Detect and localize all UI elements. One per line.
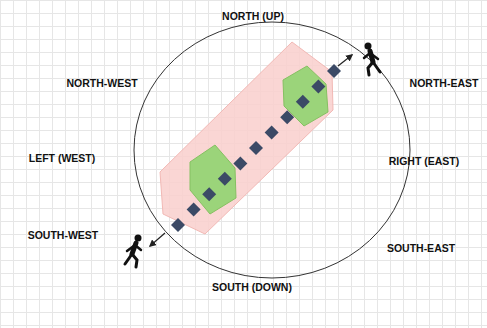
direction-label: NORTH-WEST <box>66 77 137 90</box>
vehicle-area <box>160 42 333 234</box>
crosswalk-stripe <box>202 187 216 201</box>
crosswalk-stripe <box>265 126 279 140</box>
direction-label: LEFT (WEST) <box>29 152 96 165</box>
walking-person <box>364 43 380 76</box>
direction-label: SOUTH-WEST <box>28 229 99 242</box>
crosswalk-stripe <box>187 203 201 217</box>
crosswalk-stripe <box>233 156 247 170</box>
crosswalk-stripe <box>171 218 185 232</box>
direction-label: SOUTH-EAST <box>387 242 455 255</box>
green-block <box>190 145 236 214</box>
direction-label: NORTH-EAST <box>410 77 479 90</box>
compass-circle <box>134 22 410 278</box>
crosswalk-stripe <box>311 79 325 93</box>
direction-label: NORTH (UP) <box>222 10 284 23</box>
direction-arrow <box>150 233 165 246</box>
crosswalk-stripe <box>218 172 232 186</box>
direction-label: SOUTH (DOWN) <box>212 281 292 294</box>
crosswalk-stripe <box>280 110 294 124</box>
crosswalk <box>171 64 341 232</box>
direction-label: RIGHT (EAST) <box>389 155 460 168</box>
crosswalk-stripe <box>296 95 310 109</box>
crosswalk-stripe <box>327 64 341 78</box>
walking-person <box>125 235 142 268</box>
crosswalk-stripe <box>249 141 263 155</box>
direction-arrow <box>338 55 352 66</box>
